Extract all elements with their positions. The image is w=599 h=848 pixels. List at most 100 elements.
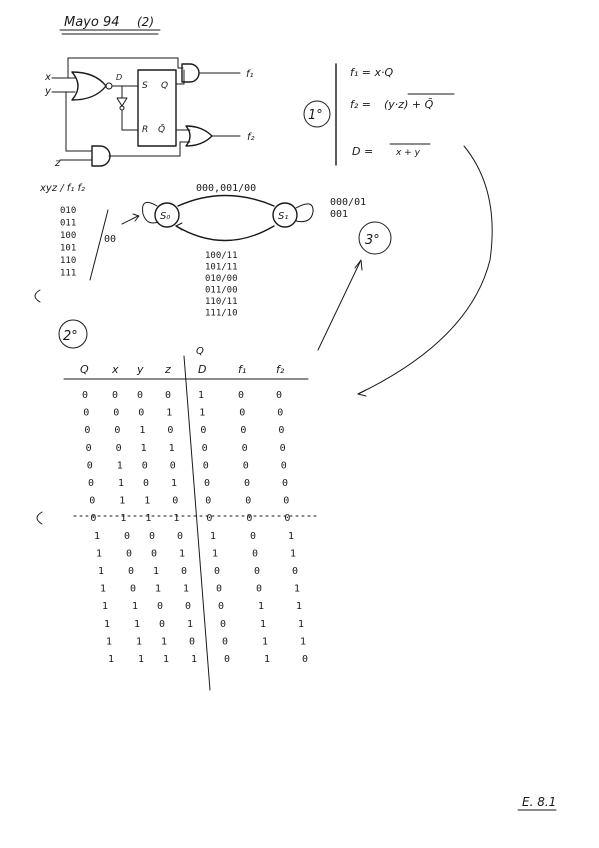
step-2-circle [58, 319, 88, 349]
table-cell: 0 [185, 601, 191, 612]
table-cell: 0 [170, 460, 176, 471]
table-cell: 1 [298, 619, 304, 630]
table-cell: 0 [246, 513, 252, 524]
table-cell: 1 [100, 584, 106, 595]
state-s0 [154, 202, 180, 228]
table-cell: 0 [214, 566, 220, 577]
table-cell: 1 [102, 601, 108, 612]
table-cell: 1 [264, 654, 270, 665]
table-cell: 1 [153, 566, 159, 577]
table-cell: 0 [283, 496, 289, 507]
transition-s1-s0-line: 010/00 [205, 274, 238, 284]
s0-input-line: 010 [60, 206, 76, 216]
s1-self-loop-line-2: 001 [330, 209, 348, 220]
table-cell: 1 [134, 619, 140, 630]
table-cell: 0 [165, 390, 171, 401]
table-cell: 0 [205, 496, 211, 507]
table-cell: 0 [151, 548, 157, 559]
page-code: E. 8.1 [522, 795, 556, 809]
table-cell: 0 [142, 460, 148, 471]
s0-input-line: 100 [60, 231, 76, 241]
table-cell: 1 [136, 636, 142, 647]
table-cell: 0 [84, 425, 90, 436]
table-cell: 0 [281, 460, 287, 471]
table-cell: 0 [113, 408, 119, 419]
circuit-input-x: x [44, 72, 51, 83]
table-cell: 1 [260, 619, 266, 630]
table-cell: 0 [130, 584, 136, 595]
table-cell: 1 [106, 636, 112, 647]
table-cell: 1 [132, 601, 138, 612]
table-cell: 0 [143, 478, 149, 489]
table-cell: 0 [157, 601, 163, 612]
table-cell: 0 [280, 443, 286, 454]
table-cell: 0 [89, 496, 95, 507]
table-cell: 0 [277, 408, 283, 419]
table-cell: 0 [138, 408, 144, 419]
table-cell: 1 [141, 443, 147, 454]
table-cell: 1 [118, 478, 124, 489]
flipflop-q-label: Q [161, 81, 168, 91]
transition-s1-s0-line: 011/00 [205, 286, 238, 296]
table-cell: 1 [212, 548, 218, 559]
table-cell: 1 [94, 531, 100, 542]
flipflop-qbar-label: Q̄ [158, 123, 165, 135]
flipflop-d-label: D [116, 73, 122, 82]
arrow-equations-to-table [357, 145, 493, 395]
table-cell: 0 [82, 390, 88, 401]
state-s0-label: S₀ [160, 211, 170, 222]
table-cell: 1 [210, 531, 216, 542]
arc-s0-s1 [177, 194, 275, 207]
table-cell: 1 [187, 619, 193, 630]
transition-s1-s0-line: 101/11 [205, 263, 238, 273]
s0-input-line: 110 [60, 256, 76, 266]
table-cell: 1 [199, 408, 205, 419]
transition-s1-s0-line: 100/11 [205, 251, 238, 261]
table-cell: 1 [198, 390, 204, 401]
flipflop-s-label: S [142, 81, 148, 91]
table-cell: 0 [282, 478, 288, 489]
transition-s1-s0-line: 111/10 [205, 309, 238, 319]
step-2-label: 2° [63, 329, 78, 344]
circuit-input-y: y [44, 86, 52, 97]
table-cell: 0 [112, 390, 118, 401]
table-cell: 0 [189, 636, 195, 647]
equation-f2-lhs: f₂ = [350, 98, 371, 111]
table-cell: 1 [179, 548, 185, 559]
table-cell: 0 [244, 478, 250, 489]
table-cell: 1 [288, 531, 294, 542]
table-cell: 0 [243, 460, 249, 471]
table-header-cell: z [164, 363, 171, 376]
transition-s1-s0-line: 110/11 [205, 297, 238, 307]
table-cell: 0 [240, 425, 246, 436]
equation-f2-rhs: (y·z) + Q̄ [384, 98, 434, 111]
table-cell: 0 [167, 425, 173, 436]
and-gate-f1 [181, 63, 200, 83]
table-cell: 0 [256, 584, 262, 595]
table-cell: 0 [284, 513, 290, 524]
table-cell: 1 [173, 513, 179, 524]
io-header: xyz / f₁ f₂ [39, 183, 85, 194]
logic-circuit: x y z D S Q R Q̄ f₁ [44, 57, 255, 169]
table-divider [183, 355, 211, 691]
table-cell: 1 [144, 496, 150, 507]
table-cell: 1 [117, 460, 123, 471]
table-cell: 1 [145, 513, 151, 524]
table-cell: 0 [202, 443, 208, 454]
table-cell: 1 [191, 654, 197, 665]
or-gate-f2 [185, 125, 213, 147]
